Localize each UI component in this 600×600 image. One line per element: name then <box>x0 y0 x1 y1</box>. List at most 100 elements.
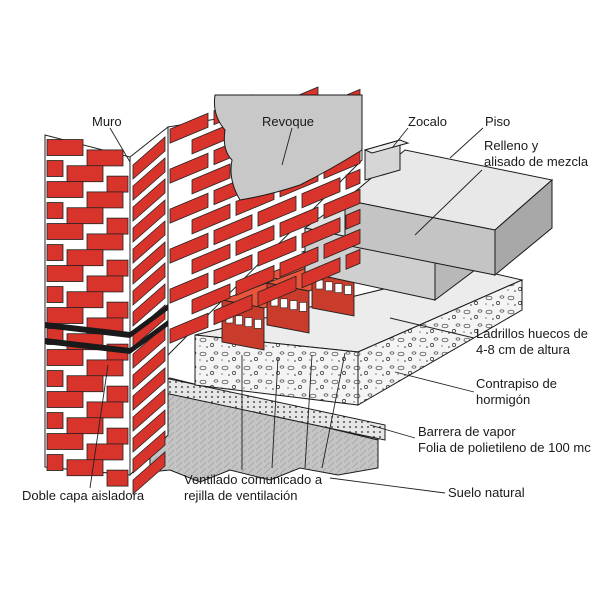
brick <box>132 157 166 201</box>
brick <box>106 217 129 235</box>
brick <box>66 417 104 435</box>
brick <box>279 246 319 278</box>
brick <box>46 454 64 471</box>
brick <box>46 307 84 324</box>
brick <box>66 249 104 267</box>
label-ladrillos-2: 4-8 cm de altura <box>476 342 571 357</box>
label-barrera-2: Folia de polietileno de 100 mc <box>418 440 591 455</box>
brick <box>235 224 275 257</box>
brick <box>301 217 341 249</box>
brick <box>106 259 129 277</box>
brick <box>86 359 124 377</box>
label-relleno-1: Relleno y <box>484 138 539 153</box>
brick <box>169 112 209 144</box>
brick <box>345 248 361 270</box>
brick <box>301 257 341 289</box>
brick <box>132 451 166 495</box>
brick <box>46 391 84 408</box>
labels: Muro Revoque Zocalo Piso Relleno y alisa… <box>22 114 591 503</box>
brick <box>46 370 64 387</box>
brick-hole <box>235 315 243 326</box>
brick <box>66 459 104 477</box>
label-ladrillos-1: Ladrillos huecos de <box>476 326 588 341</box>
brick <box>257 275 297 307</box>
label-barrera-1: Barrera de vapor <box>418 424 516 439</box>
insulation-band-2 <box>45 320 168 354</box>
brick <box>169 152 209 184</box>
left-brick-wall <box>44 125 169 495</box>
label-ventilado-2: rejilla de ventilación <box>184 488 297 503</box>
brick-hole <box>280 298 288 309</box>
plaster-patch <box>214 94 363 201</box>
brick <box>132 241 166 285</box>
brick <box>132 262 166 306</box>
brick <box>106 301 129 319</box>
brick-hole <box>344 285 352 295</box>
brick <box>191 283 231 315</box>
brick-hole <box>244 317 253 327</box>
brick-hole <box>254 319 262 329</box>
brick <box>106 175 129 193</box>
brick <box>46 139 84 156</box>
brick <box>132 178 166 222</box>
brick <box>46 160 64 177</box>
brick <box>132 199 166 243</box>
brick <box>106 385 129 403</box>
brick <box>279 206 319 238</box>
brick <box>66 207 104 225</box>
brick <box>323 228 361 260</box>
brick <box>345 168 361 190</box>
brick <box>169 232 209 264</box>
brick <box>132 346 166 390</box>
brick <box>169 312 209 344</box>
label-contrapiso-1: Contrapiso de <box>476 376 557 391</box>
brick <box>106 469 129 487</box>
label-relleno-2: alisado de mezcla <box>484 154 589 169</box>
brick <box>86 401 124 419</box>
brick <box>86 149 124 167</box>
brick-hole <box>299 302 307 312</box>
brick <box>46 202 64 219</box>
label-ventilado-1: Ventilado comunicado a <box>184 472 323 487</box>
insulation-band-1 <box>45 304 168 338</box>
brick-hole <box>325 281 333 292</box>
label-revoque: Revoque <box>262 114 314 129</box>
brick <box>191 203 231 235</box>
skirting-top <box>363 139 410 154</box>
brick <box>257 195 297 227</box>
brick-hole <box>289 300 298 310</box>
label-suelo: Suelo natural <box>448 485 525 500</box>
leader-lines <box>89 127 484 494</box>
brick <box>213 294 253 326</box>
brick <box>235 264 275 297</box>
brick <box>66 165 104 183</box>
brick <box>86 443 124 461</box>
label-doble-capa: Doble capa aisladora <box>22 488 145 503</box>
brick <box>132 136 166 180</box>
brick <box>86 275 124 293</box>
brick <box>132 409 166 453</box>
brick <box>46 223 84 240</box>
brick <box>132 388 166 432</box>
brick <box>46 286 64 303</box>
brick <box>132 430 166 474</box>
brick <box>213 214 253 246</box>
concrete-side <box>357 279 523 406</box>
soil-mass <box>149 384 379 483</box>
brick <box>132 367 166 411</box>
label-zocalo: Zocalo <box>408 114 447 129</box>
brick-hole <box>334 283 343 293</box>
brick <box>191 243 231 275</box>
brick <box>323 188 361 220</box>
brick <box>46 349 84 366</box>
brick <box>345 208 361 230</box>
label-contrapiso-2: hormigón <box>476 392 530 407</box>
brick <box>191 163 231 195</box>
brick <box>46 412 64 429</box>
brick <box>257 235 297 267</box>
label-piso: Piso <box>485 114 510 129</box>
brick <box>46 181 84 198</box>
brick <box>169 192 209 224</box>
